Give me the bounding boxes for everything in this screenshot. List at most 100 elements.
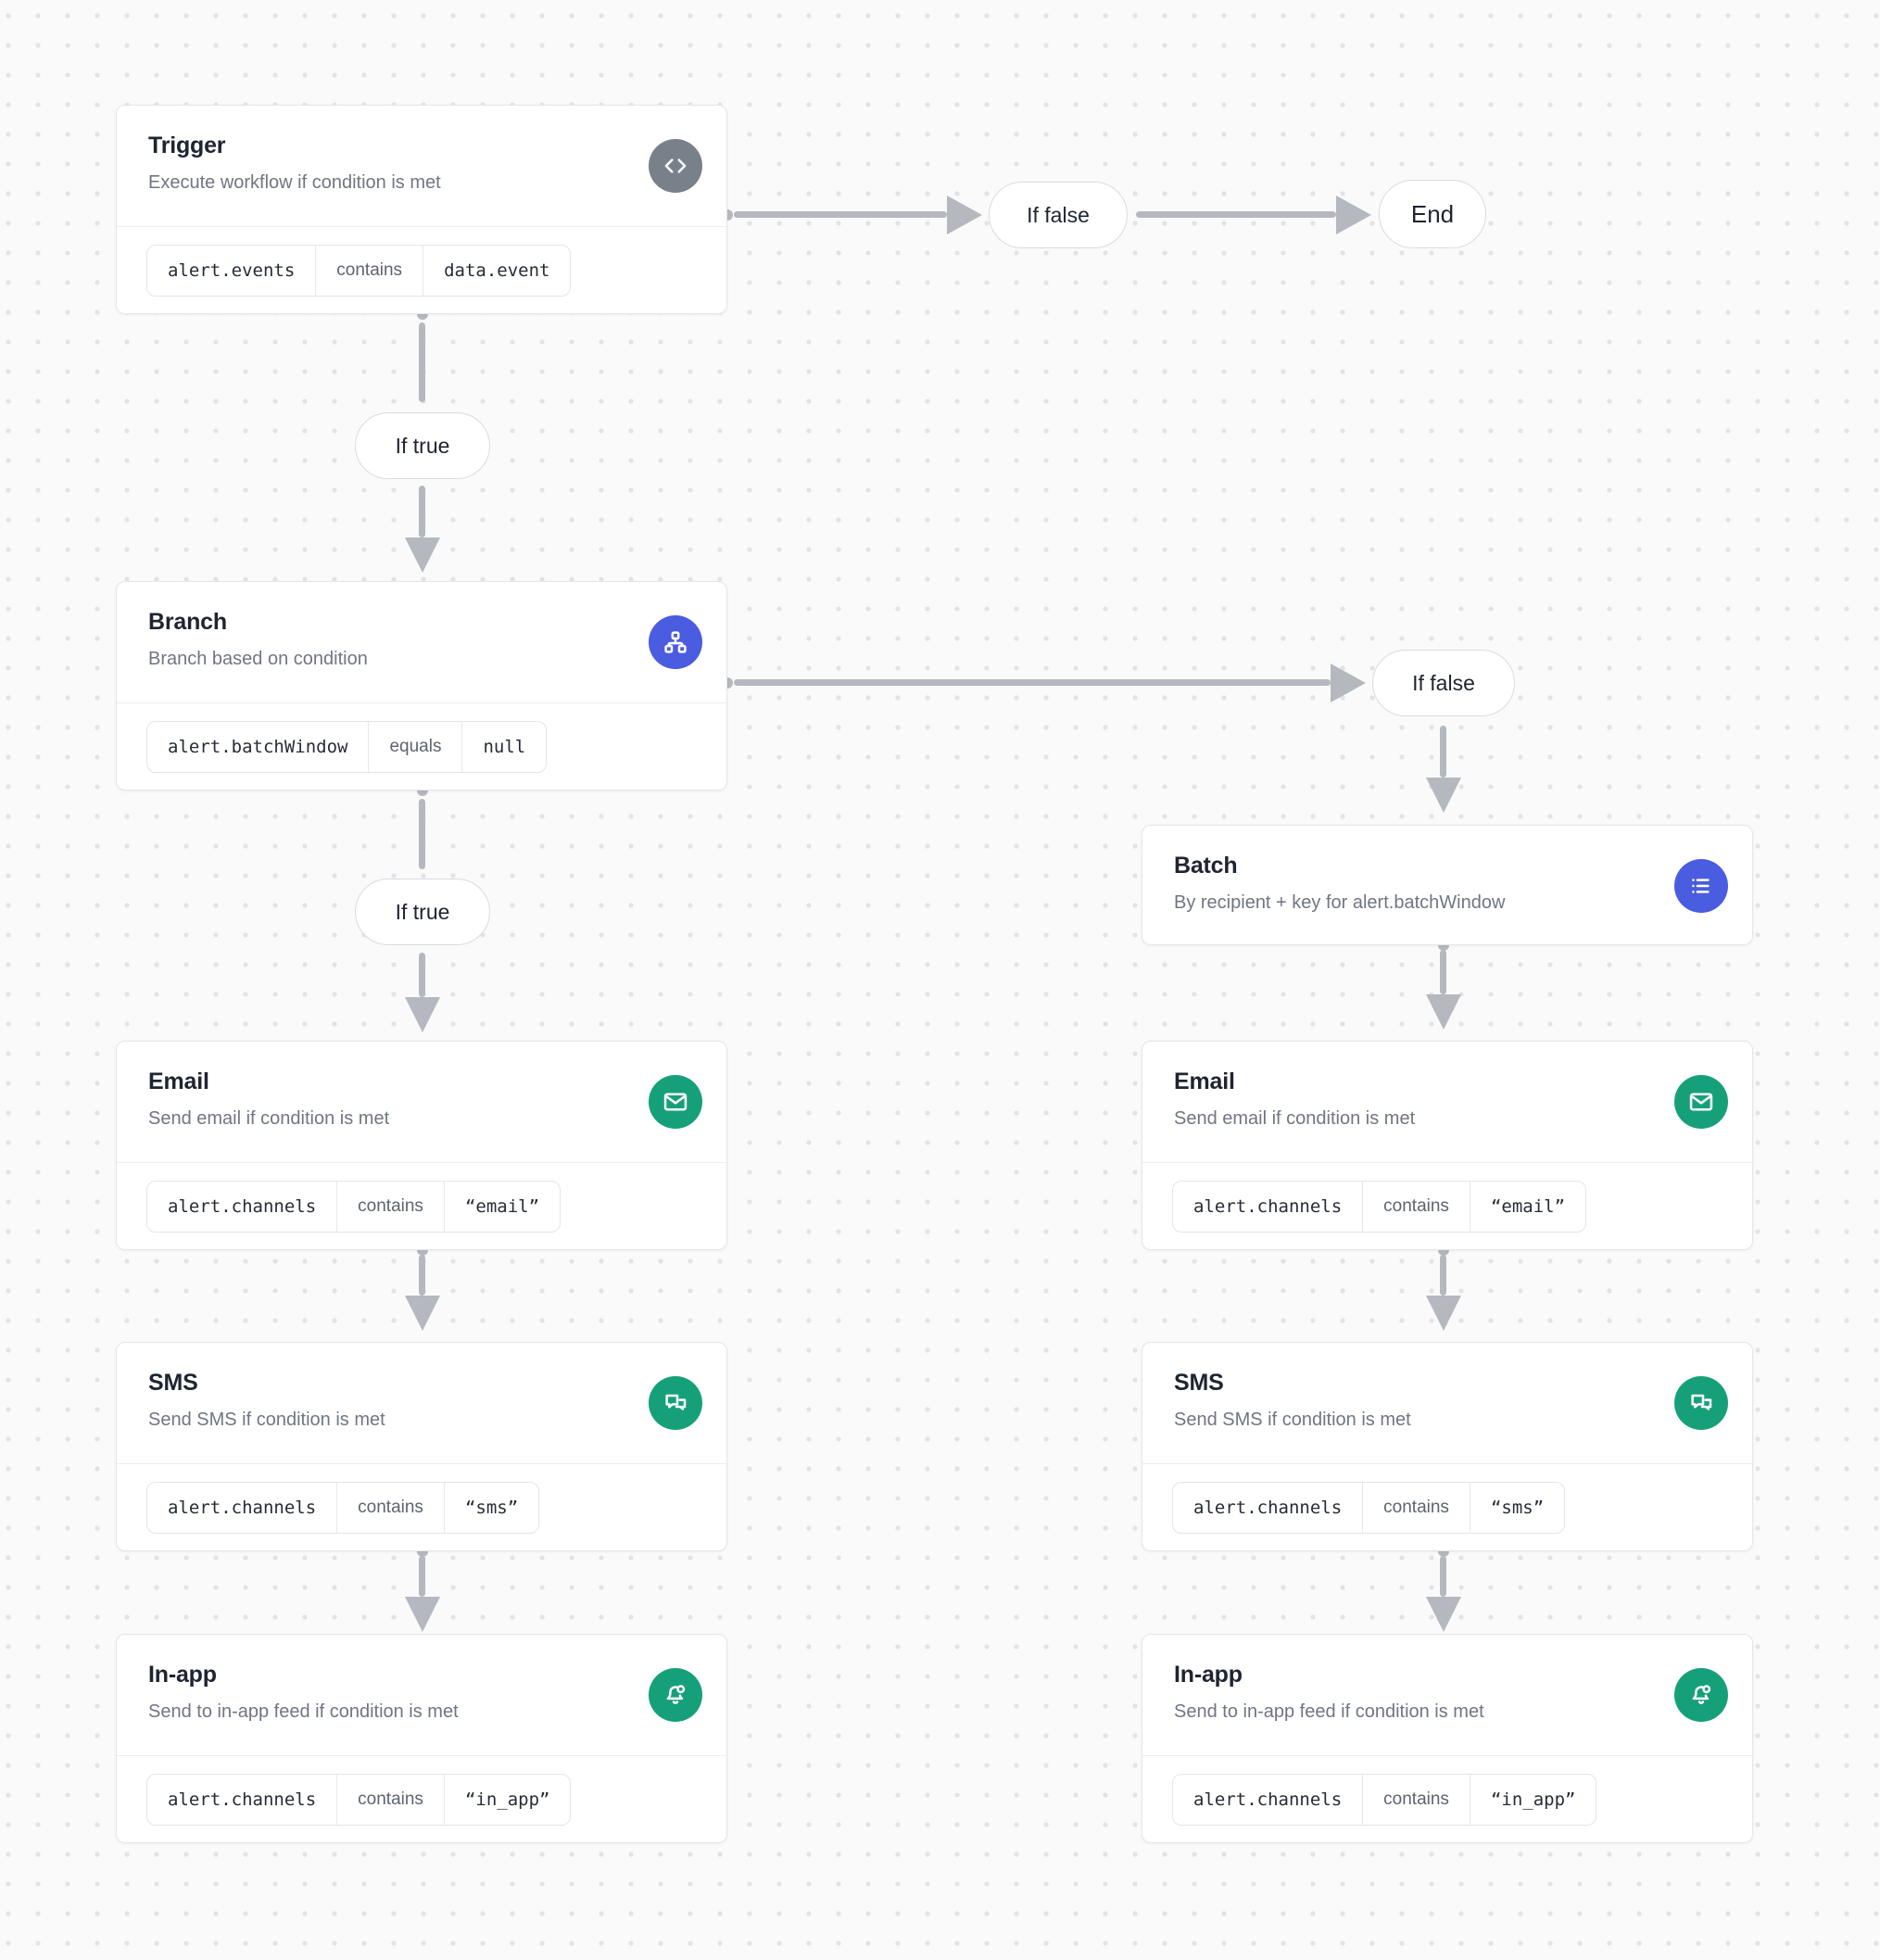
node-trigger-header: Trigger Execute workflow if condition is… bbox=[117, 106, 726, 226]
node-subtitle: Send to in-app feed if condition is met bbox=[1174, 1701, 1484, 1722]
node-branch-header: Branch Branch based on condition bbox=[117, 582, 726, 702]
edge-trigger-to-if-true bbox=[419, 322, 425, 402]
node-title: In-app bbox=[1174, 1662, 1243, 1688]
chat-icon bbox=[1674, 1376, 1728, 1430]
condition-value: “sms” bbox=[443, 1482, 538, 1533]
node-title: Email bbox=[148, 1069, 209, 1094]
condition-pill[interactable]: alert.channels contains “email” bbox=[1172, 1180, 1587, 1233]
condition-operator: contains bbox=[336, 1181, 444, 1232]
node-sms-condition-row: alert.channels contains “sms” bbox=[1142, 1463, 1752, 1550]
arrowhead-down-icon bbox=[1426, 778, 1461, 813]
envelope-icon bbox=[1674, 1075, 1728, 1129]
node-sms-right[interactable]: SMS Send SMS if condition is met alert.c… bbox=[1142, 1342, 1753, 1551]
node-inapp-left[interactable]: In-app Send to in-app feed if condition … bbox=[116, 1634, 727, 1843]
edge-branch-to-if-true bbox=[419, 799, 425, 869]
node-branch-condition-row: alert.batchWindow equals null bbox=[117, 702, 726, 790]
node-inapp-header: In-app Send to in-app feed if condition … bbox=[1142, 1635, 1752, 1755]
condition-field: alert.channels bbox=[1193, 1789, 1343, 1810]
condition-pill[interactable]: alert.channels contains “in_app” bbox=[146, 1773, 572, 1826]
edge-label-if-true-trigger: If true bbox=[355, 412, 490, 479]
condition-field: alert.channels bbox=[168, 1497, 317, 1518]
edge-trigger-to-if-false bbox=[734, 211, 947, 218]
edge-label-if-false-branch: If false bbox=[1372, 650, 1515, 716]
node-subtitle: Send SMS if condition is met bbox=[148, 1410, 385, 1430]
arrowhead-right-icon bbox=[1336, 196, 1371, 234]
node-subtitle: Send email if condition is met bbox=[1174, 1108, 1416, 1129]
node-title: SMS bbox=[1174, 1370, 1224, 1396]
node-branch[interactable]: Branch Branch based on condition alert.b… bbox=[116, 581, 727, 790]
node-subtitle: Send email if condition is met bbox=[148, 1108, 390, 1129]
condition-pill[interactable]: alert.events contains data.event bbox=[146, 244, 572, 297]
condition-value: “email” bbox=[443, 1181, 560, 1232]
node-trigger[interactable]: Trigger Execute workflow if condition is… bbox=[116, 105, 727, 314]
list-icon bbox=[1674, 859, 1728, 913]
node-sms-condition-row: alert.channels contains “sms” bbox=[117, 1463, 726, 1550]
condition-operator: contains bbox=[1362, 1774, 1470, 1825]
condition-value: “sms” bbox=[1469, 1482, 1564, 1533]
node-title: SMS bbox=[148, 1370, 198, 1396]
node-email-right[interactable]: Email Send email if condition is met ale… bbox=[1142, 1041, 1753, 1250]
arrowhead-down-icon bbox=[1426, 1296, 1461, 1331]
bell-icon bbox=[649, 1668, 702, 1722]
arrowhead-down-icon bbox=[405, 1296, 440, 1331]
node-subtitle: Send SMS if condition is met bbox=[1174, 1410, 1411, 1430]
arrowhead-down-icon bbox=[1426, 1597, 1461, 1632]
edge-if-true-to-branch bbox=[419, 486, 425, 537]
node-title: Branch bbox=[148, 609, 227, 635]
node-subtitle: Execute workflow if condition is met bbox=[148, 172, 441, 193]
arrowhead-down-icon bbox=[405, 1597, 440, 1632]
condition-value: “email” bbox=[1469, 1181, 1585, 1232]
condition-pill[interactable]: alert.batchWindow equals null bbox=[146, 720, 548, 773]
envelope-icon bbox=[649, 1075, 702, 1129]
sitemap-icon bbox=[649, 615, 702, 669]
node-subtitle: Branch based on condition bbox=[148, 649, 368, 669]
node-title: In-app bbox=[148, 1662, 217, 1688]
edge-if-false-to-end bbox=[1136, 211, 1336, 218]
node-email-left[interactable]: Email Send email if condition is met ale… bbox=[116, 1041, 727, 1250]
end-node[interactable]: End bbox=[1379, 180, 1486, 248]
condition-operator: contains bbox=[336, 1774, 444, 1825]
node-title: Trigger bbox=[148, 133, 226, 158]
chat-icon bbox=[649, 1376, 702, 1430]
edge-email-to-sms-left bbox=[419, 1255, 425, 1296]
node-sms-header: SMS Send SMS if condition is met bbox=[117, 1343, 726, 1463]
edge-label-if-false-trigger: If false bbox=[989, 182, 1128, 248]
condition-operator: contains bbox=[1362, 1181, 1470, 1232]
node-email-condition-row: alert.channels contains “email” bbox=[1142, 1162, 1752, 1249]
bell-icon bbox=[1674, 1668, 1728, 1722]
edge-email-to-sms-right bbox=[1440, 1255, 1446, 1296]
condition-pill[interactable]: alert.channels contains “in_app” bbox=[1172, 1773, 1597, 1826]
condition-field: alert.channels bbox=[1193, 1497, 1343, 1518]
code-icon bbox=[649, 139, 702, 193]
edge-sms-to-inapp-right bbox=[1440, 1556, 1446, 1597]
node-inapp-condition-row: alert.channels contains “in_app” bbox=[117, 1755, 726, 1842]
node-subtitle: Send to in-app feed if condition is met bbox=[148, 1701, 459, 1722]
arrowhead-down-icon bbox=[405, 997, 440, 1032]
condition-pill[interactable]: alert.channels contains “sms” bbox=[146, 1481, 540, 1534]
condition-operator: contains bbox=[1362, 1482, 1470, 1533]
node-title: Email bbox=[1174, 1069, 1235, 1094]
condition-pill[interactable]: alert.channels contains “sms” bbox=[1172, 1481, 1566, 1534]
condition-value: data.event bbox=[423, 245, 570, 296]
condition-pill[interactable]: alert.channels contains “email” bbox=[146, 1180, 561, 1233]
node-email-condition-row: alert.channels contains “email” bbox=[117, 1162, 726, 1249]
condition-field: alert.channels bbox=[168, 1195, 317, 1217]
edge-batch-to-email bbox=[1440, 950, 1446, 994]
node-sms-header: SMS Send SMS if condition is met bbox=[1142, 1343, 1752, 1463]
arrowhead-down-icon bbox=[1426, 994, 1461, 1030]
node-sms-left[interactable]: SMS Send SMS if condition is met alert.c… bbox=[116, 1342, 727, 1551]
condition-operator: contains bbox=[336, 1482, 444, 1533]
edge-if-true-to-email bbox=[419, 953, 425, 997]
arrowhead-down-icon bbox=[405, 537, 440, 573]
node-inapp-right[interactable]: In-app Send to in-app feed if condition … bbox=[1142, 1634, 1753, 1843]
node-batch[interactable]: Batch By recipient + key for alert.batch… bbox=[1142, 825, 1753, 945]
node-subtitle: By recipient + key for alert.batchWindow bbox=[1174, 892, 1506, 913]
condition-field: alert.batchWindow bbox=[168, 736, 348, 757]
edge-if-false-to-batch bbox=[1440, 726, 1446, 778]
node-email-header: Email Send email if condition is met bbox=[117, 1042, 726, 1162]
condition-field: alert.channels bbox=[1193, 1195, 1343, 1217]
condition-operator: contains bbox=[315, 245, 423, 296]
condition-field: alert.channels bbox=[168, 1789, 317, 1810]
node-batch-header: Batch By recipient + key for alert.batch… bbox=[1142, 826, 1752, 946]
